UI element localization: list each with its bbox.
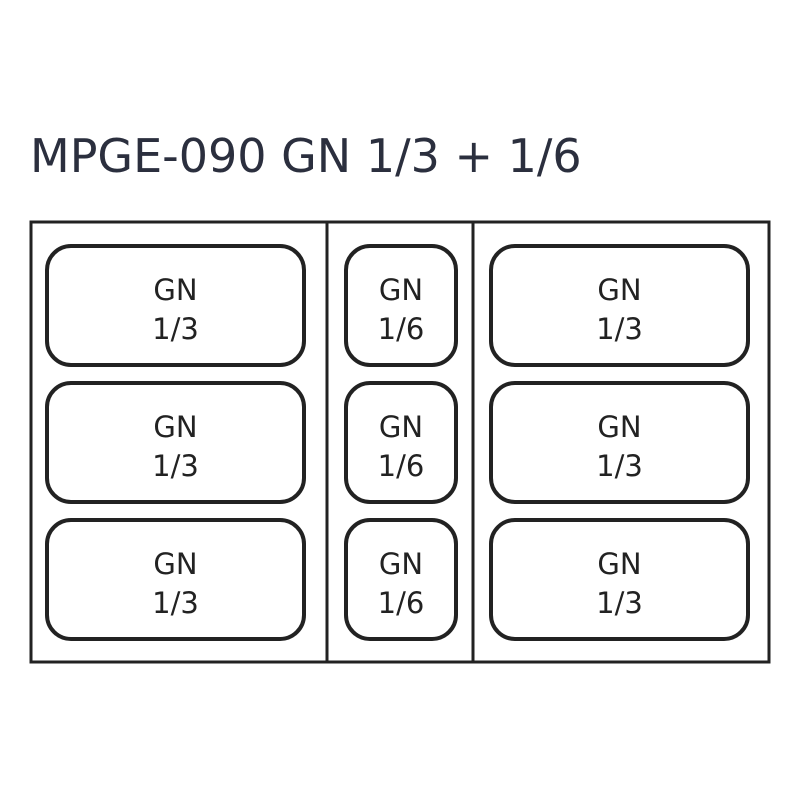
pan-outline	[45, 518, 306, 641]
pan-label: GN	[379, 410, 423, 444]
pan-size: 1/3	[596, 449, 643, 483]
pan-label: GN	[153, 410, 197, 444]
pan-size: 1/6	[378, 449, 425, 483]
pan-outline	[489, 244, 750, 367]
pan-label: GN	[153, 273, 197, 307]
pan-right-2: GN 1/3	[489, 381, 750, 504]
pan-label: GN	[597, 547, 641, 581]
pan-outline	[344, 381, 458, 504]
pan-right-3: GN 1/3	[489, 518, 750, 641]
pan-outline	[45, 244, 306, 367]
tray-outline	[29, 220, 771, 664]
pan-left-2: GN 1/3	[45, 381, 306, 504]
pan-left-1: GN 1/3	[45, 244, 306, 367]
pan-left-3: GN 1/3	[45, 518, 306, 641]
pan-middle-3: GN 1/6	[344, 518, 458, 641]
pan-size: 1/6	[378, 312, 425, 346]
pan-size: 1/3	[596, 586, 643, 620]
pan-label: GN	[379, 273, 423, 307]
pan-outline	[45, 381, 306, 504]
pan-size: 1/3	[152, 312, 199, 346]
pan-size: 1/6	[378, 586, 425, 620]
pan-outline	[489, 518, 750, 641]
pan-size: 1/3	[152, 449, 199, 483]
pan-outline	[344, 518, 458, 641]
pan-outline	[489, 381, 750, 504]
pan-middle-2: GN 1/6	[344, 381, 458, 504]
diagram-title: MPGE-090 GN 1/3 + 1/6	[30, 129, 582, 183]
pan-outline	[344, 244, 458, 367]
pan-size: 1/3	[596, 312, 643, 346]
pan-middle-1: GN 1/6	[344, 244, 458, 367]
pan-right-1: GN 1/3	[489, 244, 750, 367]
pan-label: GN	[597, 273, 641, 307]
pan-label: GN	[379, 547, 423, 581]
pan-size: 1/3	[152, 586, 199, 620]
pan-label: GN	[153, 547, 197, 581]
pan-label: GN	[597, 410, 641, 444]
